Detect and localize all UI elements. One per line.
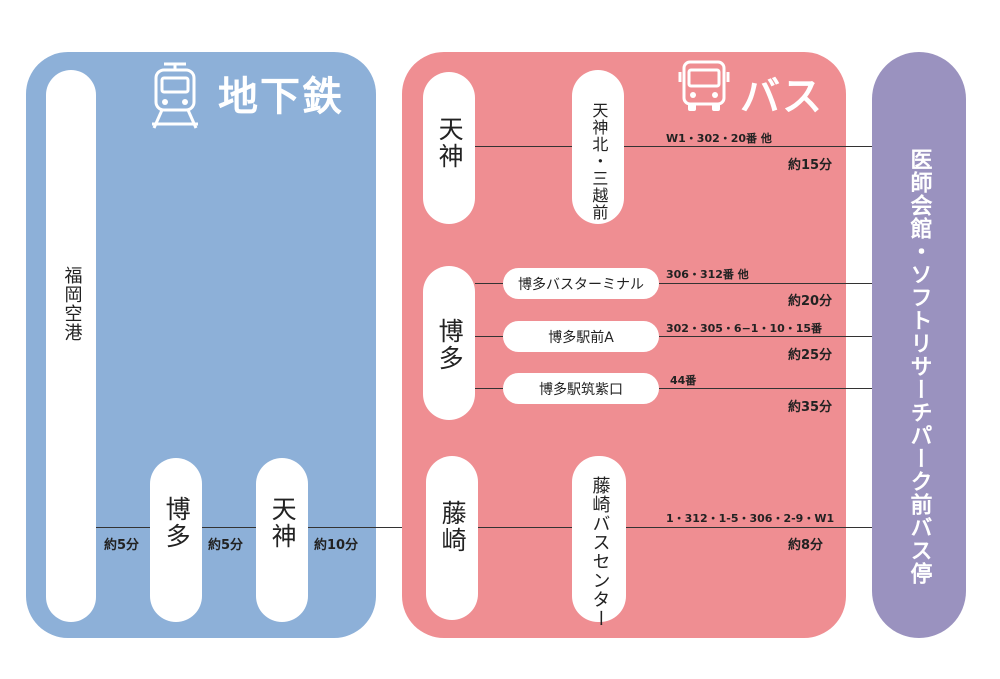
- connector-line: [202, 527, 256, 528]
- connector-line: [478, 527, 572, 528]
- station-tenjin-bus: 天神: [423, 72, 475, 224]
- station-label: 藤崎: [438, 500, 468, 554]
- route-numbers: 306・312番 他: [666, 268, 749, 281]
- station-fujisaki: 藤崎: [426, 456, 478, 620]
- stop-hakata-bus-terminal: 博多バスターミナル: [503, 268, 659, 299]
- connector-line: [624, 146, 872, 147]
- bus-title: バス: [740, 74, 824, 120]
- station-label: 天神: [268, 496, 298, 550]
- connector-line: [475, 388, 503, 389]
- travel-time: 約5分: [104, 538, 140, 553]
- bus-icon: [676, 58, 732, 118]
- travel-time: 約20分: [788, 294, 833, 309]
- connector-line: [659, 336, 872, 337]
- stop-hakata-eki-mae-a: 博多駅前A: [503, 321, 659, 352]
- destination-label: 医師会館・ソフトリサーチパーク前バス停: [906, 148, 932, 585]
- station-label: 福岡空港: [61, 266, 83, 342]
- route-numbers: 44番: [670, 374, 697, 387]
- stop-label: 博多駅筑紫口: [539, 381, 623, 398]
- station-hakata-bus: 博多: [423, 266, 475, 420]
- train-icon: [148, 60, 202, 134]
- connector-line: [659, 388, 872, 389]
- subway-title: 地下鉄: [218, 74, 344, 120]
- connector-line: [475, 146, 572, 147]
- route-numbers: 1・312・1-5・306・2-9・W1: [666, 512, 835, 525]
- travel-time: 約25分: [788, 348, 833, 363]
- travel-time: 約5分: [208, 538, 244, 553]
- connector-line: [96, 527, 150, 528]
- connector-line: [475, 283, 503, 284]
- connector-line: [626, 527, 872, 528]
- travel-time: 約10分: [314, 538, 359, 553]
- connector-line: [475, 336, 503, 337]
- stop-label: 天神北・三越前: [589, 102, 609, 221]
- route-numbers: 302・305・6−1・10・15番: [666, 322, 823, 335]
- station-label: 天神: [435, 116, 465, 170]
- stop-hakata-chikushiguchi: 博多駅筑紫口: [503, 373, 659, 404]
- destination-panel: 医師会館・ソフトリサーチパーク前バス停: [872, 52, 966, 638]
- stop-tenjin-kita: 天神北・三越前: [572, 70, 624, 224]
- stop-fujisaki-bus-center: 藤崎バスセンター: [572, 456, 626, 628]
- stop-label: 博多バスターミナル: [518, 276, 644, 293]
- connector-line: [659, 283, 872, 284]
- stop-label: 藤崎バスセンター: [589, 476, 611, 628]
- station-fukuoka-airport: 福岡空港: [46, 70, 96, 622]
- route-numbers: W1・302・20番 他: [666, 132, 772, 145]
- travel-time: 約8分: [788, 538, 824, 553]
- station-hakata-subway: 博多: [150, 458, 202, 622]
- stop-label: 博多駅前A: [548, 329, 614, 346]
- station-tenjin-subway: 天神: [256, 458, 308, 622]
- travel-time: 約15分: [788, 158, 833, 173]
- travel-time: 約35分: [788, 400, 833, 415]
- station-label: 博多: [162, 496, 192, 550]
- station-label: 博多: [435, 318, 465, 372]
- connector-line: [308, 527, 426, 528]
